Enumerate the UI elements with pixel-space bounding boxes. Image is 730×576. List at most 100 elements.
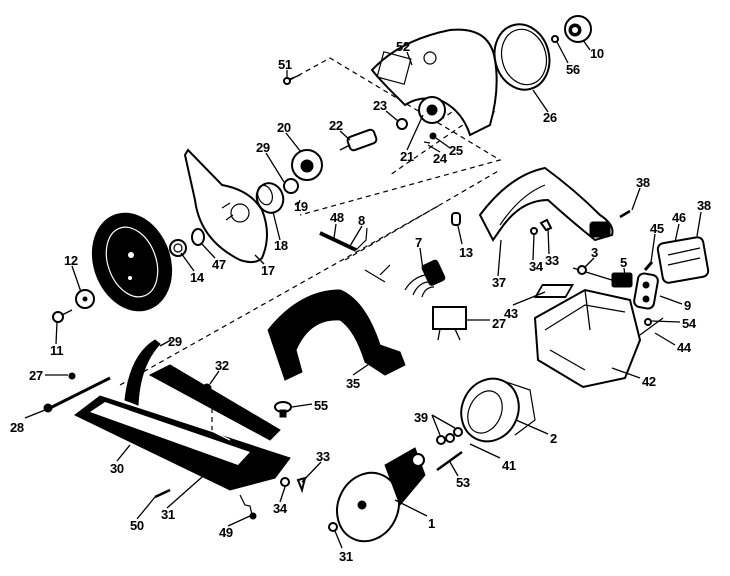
part-label-21: 21 (400, 149, 414, 164)
part-label-7: 7 (415, 235, 422, 250)
nameplate-part-46 (656, 236, 710, 284)
brush-holder-part-7 (404, 259, 446, 298)
part-label-28: 28 (10, 420, 24, 435)
part-label-53: 53 (456, 475, 470, 490)
part-label-26: 26 (543, 110, 557, 125)
lower-blade-guard-part-17 (183, 148, 268, 264)
part-label-55: 55 (314, 398, 328, 413)
motor-housing-part-42 (533, 288, 642, 389)
blade-bolt-part-11 (52, 309, 73, 323)
upper-blade-guard-part-52 (370, 28, 498, 137)
part-label-22: 22 (329, 118, 343, 133)
part-label-37: 37 (492, 275, 506, 290)
part-label-33a: 33 (545, 253, 559, 268)
washer-part-41 (445, 433, 455, 443)
capacitor-part-27 (432, 306, 467, 341)
part-label-54: 54 (682, 316, 696, 331)
part-label-39: 39 (414, 410, 428, 425)
screw-part-53 (436, 450, 463, 472)
part-label-34b: 34 (273, 501, 287, 516)
part-label-14: 14 (190, 270, 204, 285)
leader-lines (24, 39, 702, 549)
part-label-5: 5 (620, 255, 627, 270)
spindle-part-22 (339, 128, 378, 152)
part-label-33b: 33 (316, 449, 330, 464)
part-label-32: 32 (215, 358, 229, 373)
part-label-1: 1 (428, 516, 435, 531)
washer-part-39 (436, 435, 446, 445)
screw-part-45 (643, 261, 654, 271)
part-label-27a: 27 (492, 316, 506, 331)
nut-part-49 (249, 512, 257, 520)
saw-blade (91, 212, 173, 312)
depth-knob-part-55 (274, 401, 292, 418)
part-label-10: 10 (590, 46, 604, 61)
alignment-dashed-lines (119, 57, 502, 470)
clip-part-33 (539, 218, 553, 232)
part-label-38b: 38 (697, 198, 711, 213)
part-label-19: 19 (294, 199, 308, 214)
bevel-bracket-part-29 (124, 339, 161, 406)
part-label-56: 56 (566, 62, 580, 77)
washer-part-34 (530, 227, 538, 235)
part-label-2: 2 (550, 431, 557, 446)
nut-part-25 (429, 132, 437, 140)
washer-part-23 (396, 118, 408, 130)
outer-washer-part-12 (75, 289, 95, 309)
switch-parts-48-8 (319, 227, 391, 283)
screw-part-38 (619, 209, 631, 219)
part-label-3: 3 (591, 245, 598, 260)
part-label-13: 13 (459, 245, 473, 260)
part-label-30: 30 (110, 461, 124, 476)
screw-part-24 (423, 141, 431, 144)
part-label-20: 20 (277, 120, 291, 135)
part-label-31b: 31 (339, 549, 353, 564)
washer-part-31 (328, 522, 338, 532)
retractable-guard-band-part-26 (493, 23, 551, 91)
part-label-24: 24 (433, 151, 447, 166)
washer-part-39b (453, 427, 463, 437)
part-label-51: 51 (278, 57, 292, 72)
part-label-41: 41 (502, 458, 516, 473)
sleeve-bearing-part-18 (255, 182, 285, 214)
part-label-29a: 29 (256, 140, 270, 155)
part-label-25: 25 (449, 143, 463, 158)
front-handle-part-35 (267, 289, 406, 381)
pin-part-50 (154, 488, 171, 499)
part-label-42: 42 (642, 374, 656, 389)
nut-part-32 (202, 383, 212, 393)
part-label-18: 18 (274, 238, 288, 253)
armature-part-1 (336, 447, 426, 543)
part-label-35: 35 (346, 376, 360, 391)
plate-part-43 (533, 284, 575, 298)
pin-part-56 (551, 35, 559, 43)
spring-part-49 (239, 494, 253, 516)
part-label-17: 17 (261, 263, 275, 278)
part-label-12: 12 (64, 253, 78, 268)
washer-part-54 (644, 318, 652, 326)
part-label-23: 23 (373, 98, 387, 113)
o-ring-part-47 (191, 228, 205, 246)
part-label-44: 44 (677, 340, 691, 355)
switch-part-3-5 (572, 265, 633, 288)
part-label-52: 52 (396, 39, 410, 54)
field-assembly-part-2 (460, 377, 536, 443)
part-label-49: 49 (219, 525, 233, 540)
part-label-27b: 27 (29, 368, 43, 383)
part-label-31a: 31 (161, 507, 175, 522)
part-label-11: 11 (50, 343, 64, 358)
part-label-8: 8 (358, 213, 365, 228)
gear-housing-part-20 (291, 149, 323, 181)
part-label-46: 46 (672, 210, 686, 225)
shoe-base-plate-part-30 (74, 364, 291, 491)
part-label-34a: 34 (529, 259, 543, 274)
part-label-38a: 38 (636, 175, 650, 190)
part-label-47: 47 (212, 257, 226, 272)
switch-cover-part-9 (633, 272, 659, 310)
cap-part-13 (451, 212, 461, 226)
part-label-9: 9 (684, 298, 691, 313)
washer-part-34b (280, 477, 290, 487)
rear-handle-part-37 (478, 166, 614, 242)
